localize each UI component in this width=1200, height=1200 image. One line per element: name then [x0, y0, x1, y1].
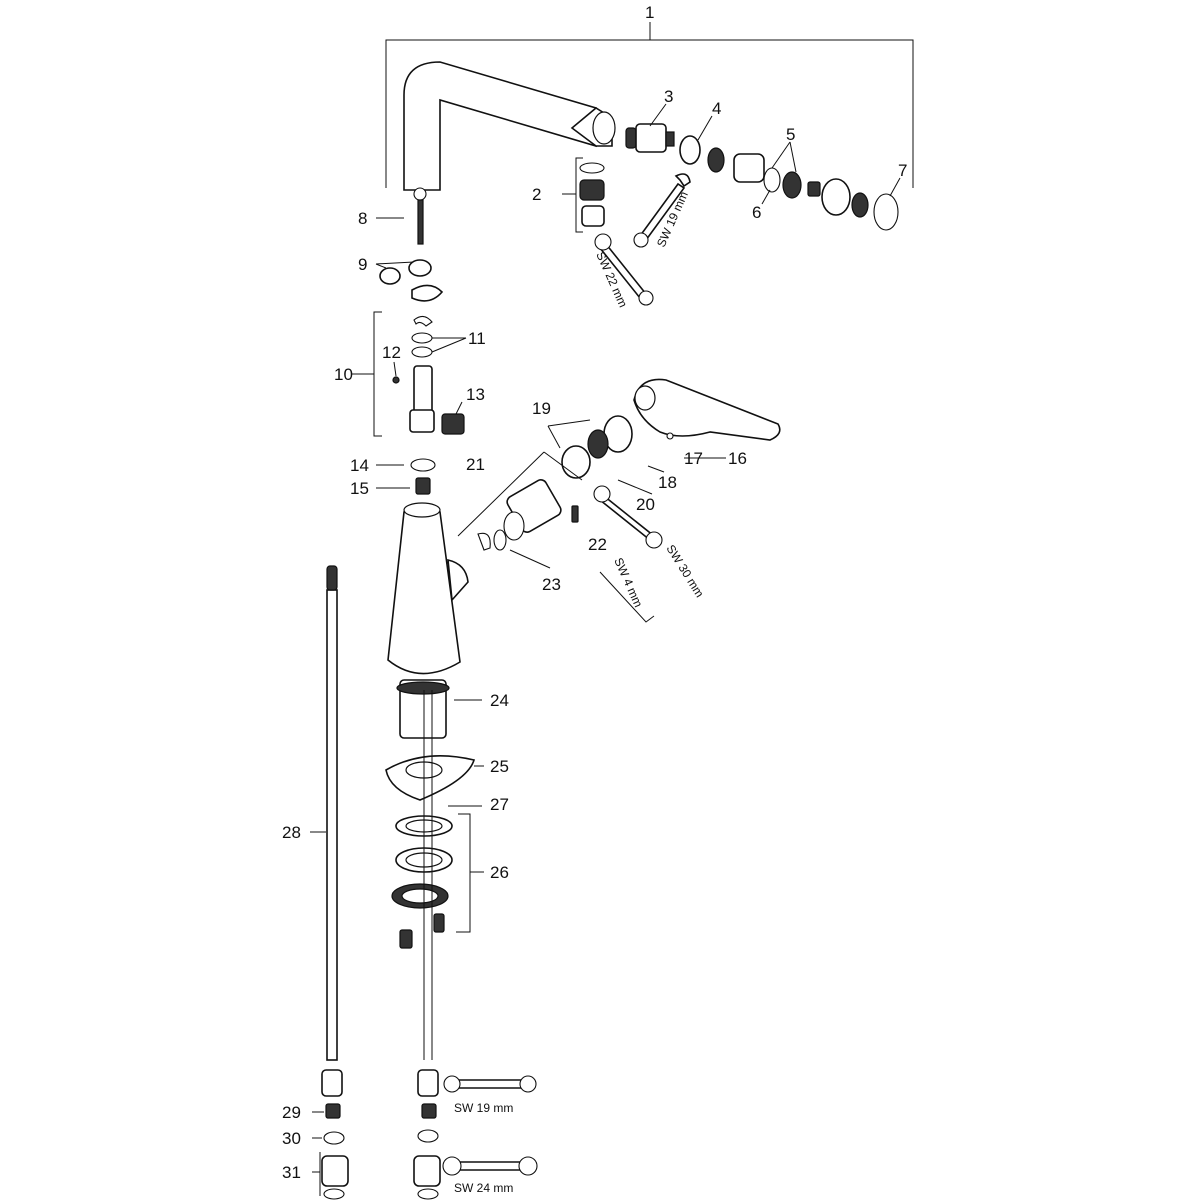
part-label-1: 1 — [645, 3, 654, 22]
part-label-31: 31 — [282, 1163, 301, 1182]
mixer-body — [387, 502, 469, 675]
part-label-11: 11 — [468, 329, 486, 348]
part-number-labels: 1 2 3 4 5 6 7 8 9 10 11 12 13 14 15 16 1… — [282, 3, 907, 1182]
hex-key-sw4 — [599, 571, 655, 623]
part-label-28: 28 — [282, 823, 301, 842]
cartridge-parts — [457, 415, 665, 569]
part-label-29: 29 — [282, 1103, 301, 1122]
part-label-22: 22 — [588, 535, 607, 554]
part-label-13: 13 — [466, 385, 485, 404]
part-label-20: 20 — [636, 495, 655, 514]
part-label-15: 15 — [350, 479, 369, 498]
wrench-label-sw19-hose: SW 19 mm — [454, 1101, 513, 1115]
part-label-18: 18 — [658, 473, 677, 492]
part-label-23: 23 — [542, 575, 561, 594]
wrench-sw19-spout — [633, 173, 691, 248]
part-label-21: 21 — [466, 455, 485, 474]
wrench-sw19-hose — [443, 1075, 537, 1093]
spout-valve-parts — [625, 123, 899, 231]
wrench-label-sw30: SW 30 mm — [663, 542, 706, 600]
part-label-26: 26 — [490, 863, 509, 882]
part-label-19: 19 — [532, 399, 551, 418]
leader-lines-top — [649, 103, 901, 205]
part-label-2: 2 — [532, 185, 541, 204]
wrench-label-sw4: SW 4 mm — [611, 556, 645, 610]
part-label-14: 14 — [350, 456, 369, 475]
mounting-parts — [385, 679, 484, 949]
part-label-9: 9 — [358, 255, 367, 274]
part-label-16: 16 — [728, 449, 747, 468]
part-label-17: 17 — [684, 449, 703, 468]
part-label-24: 24 — [490, 691, 509, 710]
part-label-3: 3 — [664, 87, 673, 106]
part-label-4: 4 — [712, 99, 721, 118]
part-label-27: 27 — [490, 795, 509, 814]
part-label-6: 6 — [752, 203, 761, 222]
supply-hoses — [310, 565, 441, 1200]
part-label-7: 7 — [898, 161, 907, 180]
wrench-sw22 — [594, 233, 654, 306]
part-label-12: 12 — [382, 343, 401, 362]
wrench-sw30 — [593, 485, 663, 549]
part-label-8: 8 — [358, 209, 367, 228]
spout-assembly — [385, 22, 914, 191]
part-label-5: 5 — [786, 125, 795, 144]
aerator-parts — [562, 157, 605, 233]
part-label-25: 25 — [490, 757, 509, 776]
wrench-label-sw24: SW 24 mm — [454, 1181, 513, 1195]
upper-shaft-parts — [352, 187, 467, 495]
wrench-sw24 — [442, 1156, 538, 1176]
part-label-10: 10 — [334, 365, 353, 384]
part-label-30: 30 — [282, 1129, 301, 1148]
lever-handle — [633, 378, 781, 459]
